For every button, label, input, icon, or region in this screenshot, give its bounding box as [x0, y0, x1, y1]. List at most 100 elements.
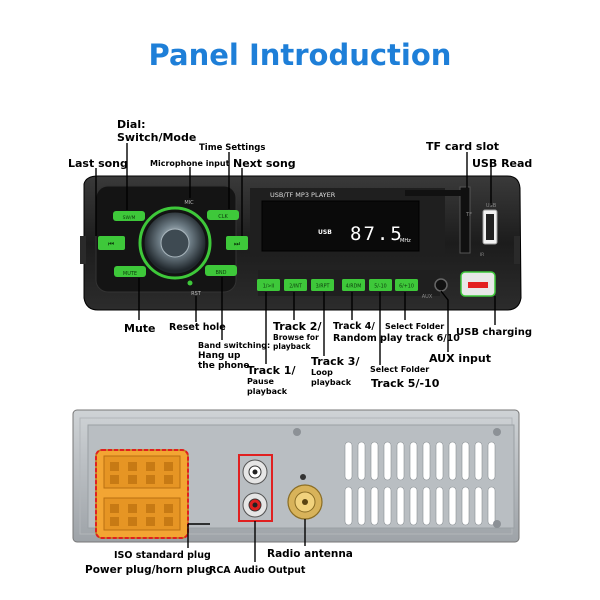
label-iso-plug: ISO standard plug	[114, 550, 211, 561]
preset-1-label: 1/>II	[263, 284, 275, 290]
svg-text:MIC: MIC	[184, 200, 194, 206]
vent-slot	[422, 441, 431, 481]
preset-5-label: 5/-10	[374, 284, 387, 290]
vent-slot	[448, 486, 457, 526]
iso-pin	[128, 517, 137, 526]
vent-slot	[435, 486, 444, 526]
vent-slot	[357, 486, 366, 526]
preset-3-label: 3/RPT	[316, 284, 330, 290]
prev-icon: ⏮	[108, 240, 114, 248]
label-select-folder-bottom: Select Folder	[370, 365, 430, 374]
preset-6-label: 6/+10	[399, 284, 414, 290]
label-select-folder-top: Select Folder	[385, 322, 445, 331]
label-next-song: Next song	[233, 157, 296, 170]
vent-slot	[448, 441, 457, 481]
vent-slot	[422, 486, 431, 526]
preset-3-button	[311, 279, 334, 291]
display-unit: MHz	[400, 238, 411, 244]
label-usb-read: USB Read	[472, 157, 533, 170]
svg-text:BND: BND	[215, 270, 226, 276]
label-time-settings: Time Settings	[199, 143, 266, 153]
preset-2-label: 2/INT	[289, 284, 302, 290]
model-text: USB/TF MP3 PLAYER	[270, 191, 336, 199]
preset-6-button	[395, 279, 418, 291]
vent-slot	[396, 486, 405, 526]
label-mute: Mute	[124, 322, 156, 335]
lcd-display	[261, 200, 420, 252]
iso-pin	[128, 462, 137, 471]
svg-text:MUTE: MUTE	[123, 271, 137, 277]
preset-4-label: 4/RDM	[346, 284, 362, 290]
page-title: Panel Introduction	[148, 38, 452, 72]
iso-pin	[128, 475, 137, 484]
display-frequency: 87.5	[350, 223, 404, 245]
preset-4-button	[342, 279, 365, 291]
panel-texts: USB/TF MP3 PLAYER USB 87.5 MHz SW/M CLK …	[108, 191, 497, 300]
back-panel	[72, 409, 520, 543]
iso-pin	[164, 504, 173, 513]
label-track5: Track 5/-10	[371, 377, 440, 390]
vent-slot	[409, 441, 418, 481]
label-usb-charging: USB charging	[456, 327, 533, 338]
label-aux-input: AUX input	[429, 352, 491, 365]
iso-pin	[110, 504, 119, 513]
vent-slot	[435, 441, 444, 481]
iso-pin	[110, 475, 119, 484]
clk-button	[207, 210, 239, 220]
vent-slot	[383, 441, 392, 481]
iso-pin	[146, 517, 155, 526]
vent-slot	[357, 441, 366, 481]
vent-slot	[383, 486, 392, 526]
vent-slot	[370, 486, 379, 526]
vent-slot	[461, 486, 470, 526]
iso-pin	[164, 517, 173, 526]
vent-slot	[409, 486, 418, 526]
label-rca-output: RCA Audio Output	[209, 565, 306, 576]
iso-pin	[146, 462, 155, 471]
vent-slot	[474, 486, 483, 526]
vent-slot	[487, 441, 496, 481]
label-power-plug: Power plug/horn plug	[85, 564, 213, 576]
next-button	[226, 236, 248, 250]
aux-jack	[434, 278, 448, 292]
display-source: USB	[318, 229, 332, 236]
vent-slot	[461, 441, 470, 481]
iso-pin	[164, 462, 173, 471]
vent-slot	[487, 486, 496, 526]
svg-text:AUX: AUX	[422, 294, 433, 300]
preset-1-button	[257, 279, 280, 291]
label-reset-hole: Reset hole	[169, 322, 226, 333]
iso-pin	[110, 462, 119, 471]
iso-pin	[128, 504, 137, 513]
label-track1: Track 1/ Pause playback	[247, 364, 296, 396]
label-band-switching: Band switching: Hang up the phone	[198, 341, 271, 371]
vent-slot	[474, 441, 483, 481]
iso-pin	[164, 475, 173, 484]
preset-2-button	[284, 279, 307, 291]
iso-pin	[146, 504, 155, 513]
label-dial: Dial: Switch/Mode	[117, 118, 197, 144]
prev-button	[98, 236, 125, 250]
svg-text:SW/M: SW/M	[123, 215, 136, 221]
vent-slot	[370, 441, 379, 481]
label-track3: Track 3/ Loop playback	[311, 355, 360, 387]
label-tf-card-slot: TF card slot	[426, 140, 500, 153]
iso-pin	[110, 517, 119, 526]
svg-text:TF: TF	[465, 212, 472, 218]
label-radio-antenna: Radio antenna	[267, 548, 353, 560]
front-panel	[80, 175, 522, 311]
label-track2: Track 2/ Browse for playback	[273, 320, 322, 351]
vent-slot	[396, 441, 405, 481]
label-track4: Track 4/ Random play track 6/10	[333, 321, 460, 344]
svg-text:RST: RST	[191, 291, 202, 297]
label-last-song: Last song	[68, 157, 128, 170]
preset-5-button	[369, 279, 392, 291]
svg-text:CLK: CLK	[218, 214, 228, 220]
svg-text:IR: IR	[480, 252, 484, 258]
band-button	[205, 265, 237, 276]
svg-text:USB: USB	[486, 203, 497, 209]
label-microphone-input: Microphone input	[150, 159, 230, 168]
vent-slot	[344, 441, 353, 481]
iso-pin	[146, 475, 155, 484]
